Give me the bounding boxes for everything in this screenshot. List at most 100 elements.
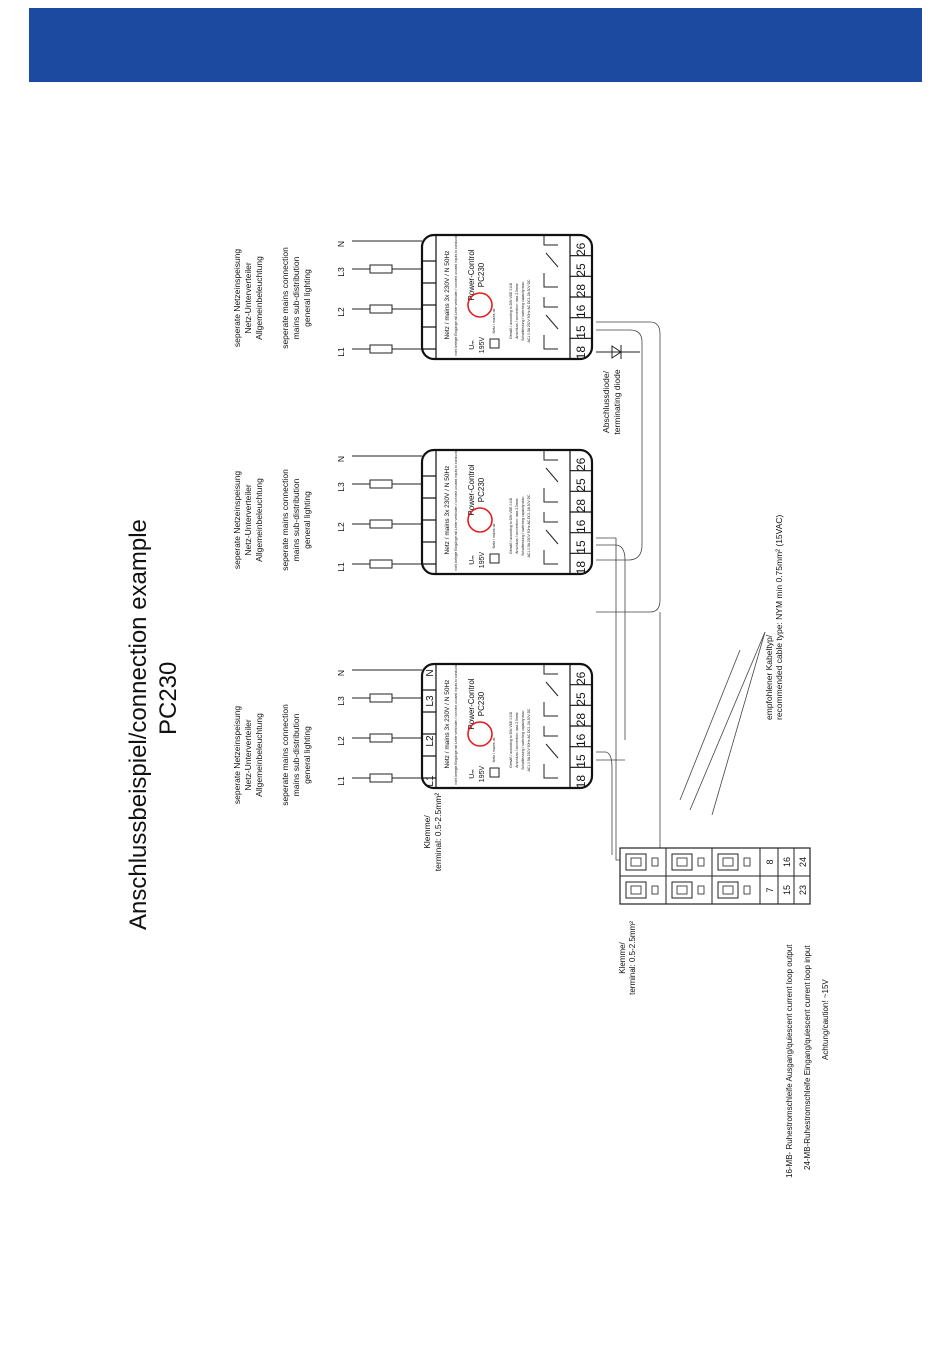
unit-brand: Power-Control <box>467 464 476 515</box>
terminal-25: 25 <box>574 263 588 277</box>
unit-spec-1: Gemäß / according to DIN VDE 0108 <box>509 712 513 768</box>
relay-switch <box>545 314 559 330</box>
terminal-18: 18 <box>574 346 588 360</box>
phase-label-l3: L3 <box>336 696 346 706</box>
unit-heading: Netz / mains 3x 230V / N 50Hz <box>444 251 451 340</box>
unit-spec-2: Anschluss / connection: max 2.5mm² <box>515 711 519 767</box>
terminal-screw-icon <box>717 853 739 871</box>
phase-label-l1: L1 <box>336 776 346 786</box>
unit-subheading: nicht belegte Eingänge mit Leiter verbin… <box>454 233 458 355</box>
terminal-clamp <box>697 885 705 895</box>
supply-de-2: Netz-Unterverteiler <box>243 262 253 333</box>
legend-line-3: Achtung/caution! ~15V <box>821 979 830 1060</box>
supply-en-3: general lighting <box>302 269 312 327</box>
phase-label-n: N <box>336 456 346 462</box>
unit-spec-3: Schaltleistung / switching capacity max: <box>521 496 525 556</box>
reset-button-icon <box>489 553 500 564</box>
input-terminal-l3: L3 <box>425 695 436 707</box>
supply-en-3: general lighting <box>302 726 312 784</box>
supply-en-2: mains sub-distribution <box>291 713 301 796</box>
unit-voltage-symbol: Uₘ <box>469 340 476 349</box>
cable-label-de: empfohlener Kabeltyp/ <box>764 634 774 720</box>
terminal-screw-slot <box>722 885 734 895</box>
supply-de-3: Allgemeinbeleuchtung <box>254 713 264 797</box>
unit-model: PC230 <box>477 262 486 287</box>
phase-label-l1: L1 <box>336 347 346 357</box>
relay-contact <box>543 664 558 675</box>
unit-spec-3: Schaltleistung / switching capacity max: <box>521 710 525 770</box>
diode-label-en: terminating diode <box>612 369 622 434</box>
terminal-note-de: Klemme/ <box>422 815 432 849</box>
unit-spec-3: Schaltleistung / switching capacity max: <box>521 281 525 341</box>
header-banner <box>29 8 922 82</box>
terminal-15: 15 <box>574 325 588 339</box>
unit-heading: Netz / mains 3x 230V / N 50Hz <box>444 680 451 769</box>
fuse <box>369 304 393 314</box>
phase-label-l1: L1 <box>336 562 346 572</box>
legend-line-2: 24-MB-Ruhestromschleife Eingang/quiescen… <box>803 945 812 1170</box>
title-line2: PC230 <box>155 662 182 735</box>
unit-status: Netz / mains ok <box>492 737 496 762</box>
terminal-28: 28 <box>574 713 588 727</box>
terminal-screw-icon <box>717 881 739 899</box>
input-terminal-n: N <box>425 669 436 676</box>
supply-en-1: seperate mains connection <box>280 704 290 806</box>
terminal-26: 26 <box>574 457 588 471</box>
terminal-screw-slot <box>630 885 642 895</box>
supply-de-1: seperate Netzeinspeisung <box>232 249 242 348</box>
unit-voltage-symbol: Uₘ <box>469 769 476 778</box>
terminal-26: 26 <box>574 671 588 685</box>
terminal-26: 26 <box>574 242 588 256</box>
terminal-28: 28 <box>574 284 588 298</box>
unit-subheading: nicht belegte Eingänge mit Leiter verbin… <box>454 448 458 570</box>
supply-label-1: seperate Netzeinspeisung Netz-Unterverte… <box>232 704 312 806</box>
block-terminal-7: 7 <box>765 887 775 892</box>
terminal-15: 15 <box>574 754 588 768</box>
status-led-ring <box>467 507 493 533</box>
phase-label-l2: L2 <box>336 307 346 317</box>
terminal-screw-icon <box>671 853 693 871</box>
supply-de-2: Netz-Unterverteiler <box>243 484 253 555</box>
phase-label-l3: L3 <box>336 482 346 492</box>
block-terminal-15: 15 <box>782 885 792 895</box>
relay-contact <box>543 512 558 523</box>
terminal-screw-slot <box>630 857 642 867</box>
supply-en-2: mains sub-distribution <box>291 256 301 339</box>
relay-contact <box>543 488 558 503</box>
unit-spec-1: Gemäß / according to DIN VDE 0108 <box>509 283 513 339</box>
relay-contact <box>543 550 558 565</box>
relay-contact <box>543 335 558 350</box>
unit-model: PC230 <box>477 477 486 502</box>
fuse <box>369 693 393 703</box>
unit-spec-1: Gemäß / according to DIN VDE 0108 <box>509 498 513 554</box>
terminal-note-lower-en: terminal: 0.5-2.5mm² <box>628 921 637 995</box>
unit-spec-4: AC1 0.5A 230V 50Hz AC DC1 2A 30V DC <box>527 494 531 558</box>
block-terminal-23: 23 <box>798 885 808 895</box>
unit-brand: Power-Control <box>467 678 476 729</box>
terminal-screw-slot <box>676 885 688 895</box>
relay-contact <box>543 273 558 288</box>
diode-label-de: Abschlussdiode/ <box>601 370 611 433</box>
relay-contact <box>543 726 558 737</box>
supply-de-3: Allgemeinbeleuchtung <box>254 478 264 562</box>
relay-switch <box>545 529 559 545</box>
unit-heading: Netz / mains 3x 230V / N 50Hz <box>444 466 451 555</box>
terminal-15: 15 <box>574 540 588 554</box>
unit-voltage-symbol: Uₘ <box>469 555 476 564</box>
relay-switch <box>545 743 559 759</box>
title-line1: Anschlussbeispiel/connection example <box>125 519 152 930</box>
phase-label-l3: L3 <box>336 267 346 277</box>
terminal-clamp <box>651 857 659 867</box>
legend-line-1: 16-MB- Ruhestromschleife Ausgang/quiesce… <box>785 944 794 1178</box>
phase-label-l2: L2 <box>336 522 346 532</box>
supply-de-2: Netz-Unterverteiler <box>243 719 253 790</box>
relay-switch <box>545 252 559 268</box>
terminal-clamp <box>697 857 705 867</box>
reset-button-icon <box>489 338 500 349</box>
fuse <box>369 773 393 783</box>
input-terminal-l1: L1 <box>425 775 436 787</box>
status-led-ring <box>467 721 493 747</box>
fuse <box>369 264 393 274</box>
